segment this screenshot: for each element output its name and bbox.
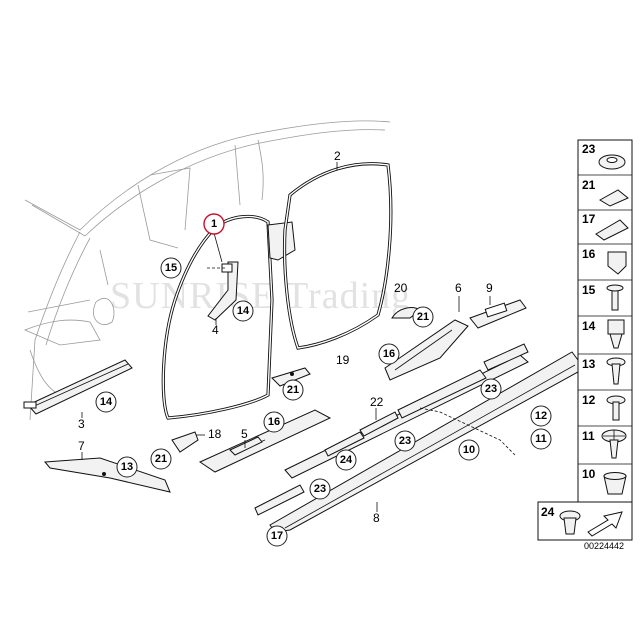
part-7-lower-trim	[43, 457, 171, 493]
legend-15: 15	[582, 283, 596, 297]
callout-8: 8	[373, 511, 380, 525]
callout-23-left: 23	[314, 483, 326, 495]
callout-17: 17	[271, 530, 283, 542]
callout-1: 1	[211, 218, 217, 230]
callout-11: 11	[535, 433, 547, 445]
part-6-rear-sill-trim	[384, 319, 469, 381]
part-18-bracket	[171, 431, 199, 453]
callout-6: 6	[455, 281, 462, 295]
callout-4: 4	[212, 323, 219, 337]
callout-10: 10	[463, 444, 475, 456]
callout-20: 20	[394, 281, 408, 295]
legend-16: 16	[582, 247, 596, 261]
arrow-icon	[587, 511, 623, 537]
callout-24: 24	[340, 454, 353, 466]
part-22-clip-rail	[254, 343, 529, 516]
callout-15: 15	[165, 262, 177, 274]
legend-10: 10	[582, 467, 596, 481]
callout-5: 5	[241, 427, 248, 441]
watermark: SUNRISE Trading	[110, 275, 411, 317]
part-19-bracket	[271, 367, 311, 387]
callout-12: 12	[535, 410, 547, 422]
legend-14: 14	[582, 319, 596, 333]
part-9-holder	[469, 299, 527, 329]
callout-2: 2	[334, 149, 341, 163]
callout-21-left: 21	[155, 453, 167, 465]
callout-1-bubble	[203, 213, 225, 235]
legend-24: 24	[541, 505, 555, 519]
part-1-door-frame-seal	[161, 214, 274, 420]
guide-lines	[196, 267, 516, 456]
callout-23-right: 23	[485, 383, 497, 395]
legend-17: 17	[582, 212, 596, 226]
car-body-outline	[23, 120, 391, 421]
callout-16-front: 16	[268, 416, 280, 428]
legend-23: 23	[582, 142, 596, 156]
part-4-pillar-seal	[207, 221, 296, 321]
callout-14-door: 14	[237, 305, 250, 317]
part-3-sill-strip	[23, 359, 133, 415]
callouts: 2 3 4 5 6 7 8 9 18 19 20 22 1 15 14 14 1…	[78, 149, 552, 547]
callout-13: 13	[121, 461, 133, 473]
callout-3: 3	[78, 417, 85, 431]
callout-21-mid: 21	[287, 384, 299, 396]
legend-24-box: 24	[537, 501, 633, 541]
callout-22: 22	[370, 395, 384, 409]
legend-12: 12	[582, 393, 596, 407]
leader-lines	[81, 162, 491, 512]
reference-number: 00224442	[584, 541, 624, 551]
legend-21: 21	[582, 178, 596, 192]
legend-13: 13	[582, 357, 596, 371]
fastener-legend: 23 21 17 16 15 14 13 12 11 10	[577, 139, 633, 513]
part-2-rear-door-seal	[282, 162, 393, 350]
callout-9: 9	[486, 281, 493, 295]
callout-23-mid: 23	[399, 435, 411, 447]
callout-21-right: 21	[417, 311, 429, 323]
callout-16-rear: 16	[383, 348, 395, 360]
callout-7: 7	[78, 439, 85, 453]
legend-11: 11	[582, 429, 595, 443]
callout-18: 18	[208, 427, 222, 441]
callout-14-sill: 14	[100, 396, 113, 408]
callout-19: 19	[336, 353, 350, 367]
